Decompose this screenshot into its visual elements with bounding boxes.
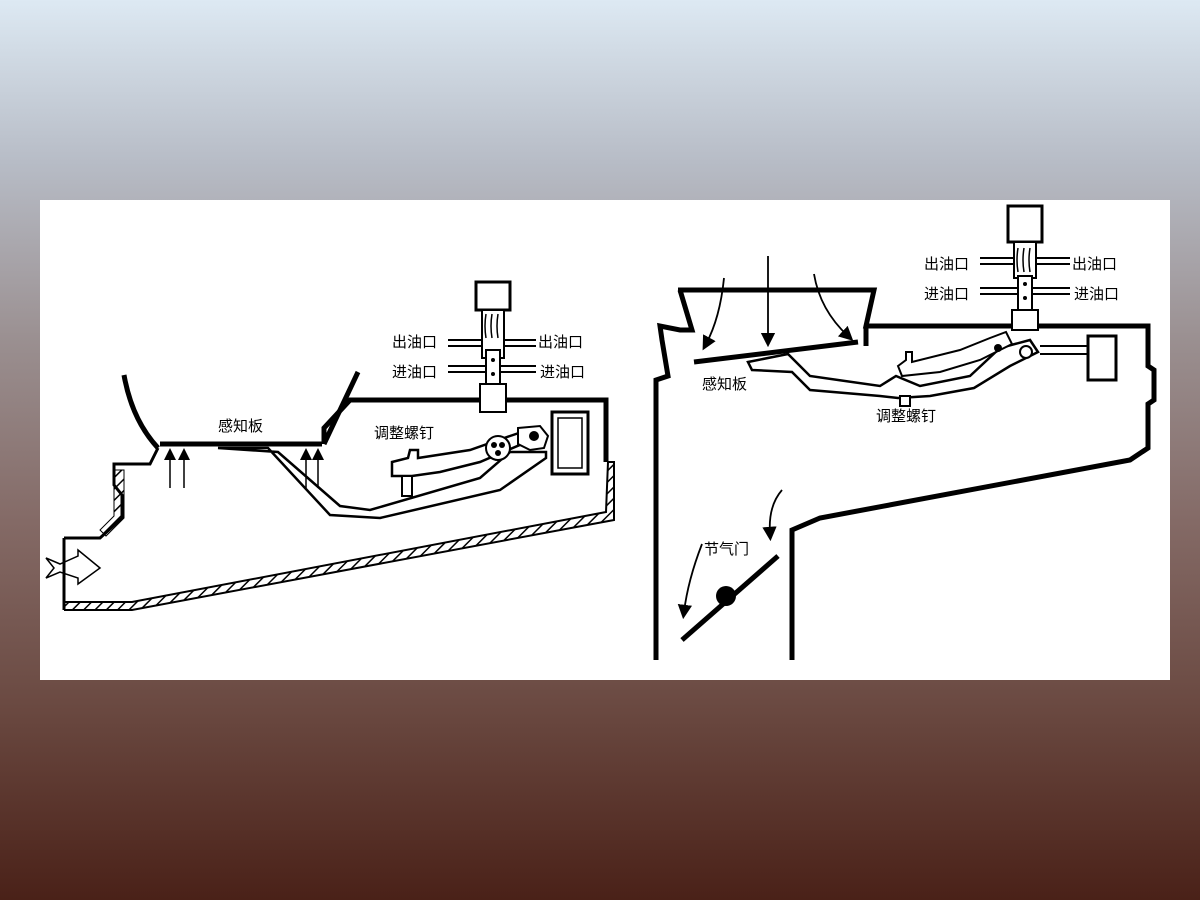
left-housing-left-hatch xyxy=(99,469,125,537)
left-fuel-distributor xyxy=(448,280,536,413)
diagram-canvas: 出油口 出油口 进油口 进油口 感知板 调整螺钉 xyxy=(45,204,1157,660)
left-adjust-screw-label: 调整螺钉 xyxy=(374,424,434,442)
left-inlet-label-right: 进油口 xyxy=(540,363,585,381)
left-outlet-label-right: 出油口 xyxy=(538,333,583,351)
left-diagram: 出油口 出油口 进油口 进油口 感知板 调整螺钉 xyxy=(45,280,615,611)
right-adjust-lever xyxy=(896,330,1014,378)
left-housing-bottom-wall xyxy=(64,461,615,611)
right-diagram: 出油口 出油口 进油口 进油口 感知板 调整螺钉 节气门 xyxy=(653,204,1157,660)
left-inlet-label-left: 进油口 xyxy=(392,363,437,381)
right-intake-left-wall xyxy=(653,289,696,660)
right-lever-arm xyxy=(746,338,1040,400)
right-inlet-label-right: 进油口 xyxy=(1074,285,1119,303)
left-adjust-lever xyxy=(390,430,524,478)
air-inlet-arrow-icon xyxy=(45,548,102,586)
left-lever-arm xyxy=(217,446,548,520)
right-outlet-label-right: 出油口 xyxy=(1072,255,1117,273)
right-inlet-label-left: 进油口 xyxy=(924,285,969,303)
right-fuel-distributor xyxy=(980,204,1070,331)
right-counterweight xyxy=(1086,334,1118,382)
right-sensor-plate-label: 感知板 xyxy=(702,375,747,393)
left-cone-left-wall xyxy=(121,374,160,450)
right-adjust-screw-label: 调整螺钉 xyxy=(876,407,936,425)
left-sensor-plate-label: 感知板 xyxy=(218,417,263,435)
left-outlet-label-left: 出油口 xyxy=(392,333,437,351)
diagram-panel: 出油口 出油口 进油口 进油口 感知板 调整螺钉 xyxy=(40,200,1170,680)
right-throttle-pivot xyxy=(716,586,736,606)
right-outlet-label-left: 出油口 xyxy=(924,255,969,273)
left-roller xyxy=(485,435,511,461)
left-airflow-arrows xyxy=(164,448,324,488)
right-adjust-screw xyxy=(899,395,911,407)
right-airflow-arrows xyxy=(677,256,854,620)
right-sensor-plate xyxy=(693,339,859,365)
left-housing-top xyxy=(321,397,609,462)
right-throttle-label: 节气门 xyxy=(704,540,749,558)
left-adjust-screw xyxy=(401,475,413,497)
right-roller xyxy=(1019,345,1033,359)
